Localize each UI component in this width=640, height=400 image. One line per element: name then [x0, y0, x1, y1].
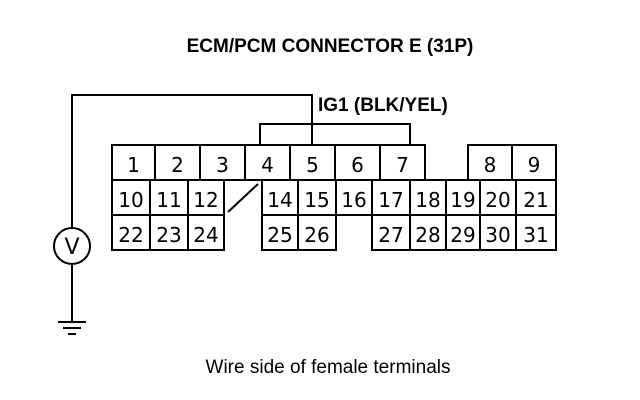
terminal-28-label: 28: [415, 223, 440, 247]
terminal-27: [371, 214, 411, 251]
terminal-10-label: 10: [118, 188, 143, 212]
terminal-17-label: 17: [378, 188, 403, 212]
terminal-20: [479, 179, 517, 216]
diagram-title: ECM/PCM CONNECTOR E (31P): [187, 36, 474, 57]
terminal-9-label: 9: [528, 153, 541, 177]
terminal-1-label: 1: [127, 153, 140, 177]
terminal-12-label: 12: [193, 188, 218, 212]
terminal-31: [515, 214, 557, 251]
terminal-26: [297, 214, 337, 251]
terminal-18-label: 18: [415, 188, 440, 212]
terminal-4-label: 4: [261, 153, 274, 177]
terminal-15-label: 15: [304, 188, 329, 212]
terminal-30: [479, 214, 517, 251]
terminal-6: [334, 144, 381, 181]
terminal-15: [297, 179, 337, 216]
terminal-5-label: 5: [306, 153, 319, 177]
voltmeter-icon: V: [53, 227, 91, 265]
terminal-16-label: 16: [341, 188, 366, 212]
terminal-25-label: 25: [267, 223, 292, 247]
terminal-23-label: 23: [156, 223, 181, 247]
terminal-17: [371, 179, 411, 216]
terminal-31-label: 31: [523, 223, 548, 247]
terminal-22-label: 22: [118, 223, 143, 247]
terminal-14-label: 14: [267, 188, 292, 212]
terminal-3-label: 3: [216, 153, 229, 177]
terminal-27-label: 27: [378, 223, 403, 247]
terminal-23: [149, 214, 189, 251]
ground-icon: [58, 321, 86, 335]
terminal-7-label: 7: [396, 153, 409, 177]
terminal-22: [111, 214, 151, 251]
terminal-26-label: 26: [304, 223, 329, 247]
terminal-16: [335, 179, 373, 216]
terminal-11-label: 11: [156, 188, 181, 212]
terminal-24-label: 24: [193, 223, 218, 247]
terminal-5: [289, 144, 336, 181]
terminal-2-label: 2: [171, 153, 184, 177]
terminal-3: [199, 144, 246, 181]
probe-wire: [71, 94, 313, 228]
terminal-24: [187, 214, 225, 251]
terminal-14: [261, 179, 299, 216]
terminal-21: [515, 179, 557, 216]
terminal-20-label: 20: [485, 188, 510, 212]
terminal-6-label: 6: [351, 153, 364, 177]
connector-lock-tab: [259, 123, 411, 145]
terminal-2: [154, 144, 201, 181]
wire-label: IG1 (BLK/YEL): [318, 95, 448, 116]
terminal-8-label: 8: [484, 153, 497, 177]
diagram-caption: Wire side of female terminals: [206, 357, 451, 378]
terminal-21-label: 21: [523, 188, 548, 212]
voltmeter-symbol: V: [64, 235, 79, 260]
terminal-29-label: 29: [450, 223, 475, 247]
terminal-30-label: 30: [485, 223, 510, 247]
blank-terminal-slash: [227, 183, 259, 213]
terminal-19-label: 19: [450, 188, 475, 212]
